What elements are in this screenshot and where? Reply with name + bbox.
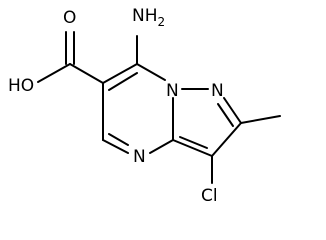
ring-nitrogen-pyrazole-label: N xyxy=(211,81,224,101)
bond-c3-c3a-b xyxy=(179,136,208,149)
bond-acid-c-ring xyxy=(69,63,104,84)
bond-c3-c3a-a xyxy=(172,139,213,157)
bond-c6-c7-b xyxy=(108,72,138,91)
bond-n4-c5-b xyxy=(108,133,129,146)
ring-nitrogen-bridge-label: N xyxy=(166,81,179,101)
bond-n1-c2-b xyxy=(217,103,234,127)
bond-c6-c7-a xyxy=(102,63,138,84)
bond-c2-c3 xyxy=(211,122,242,157)
bond-n1-c2-a xyxy=(223,97,242,124)
amino-label: NH2 xyxy=(132,6,165,29)
structure-canvas: NH2 O HO N N N Cl xyxy=(8,6,281,206)
molecule-drawing: NH2 O HO N N N Cl xyxy=(8,6,281,206)
atom-labels: NH2 O HO N N N Cl xyxy=(8,6,224,206)
bond-c3a-n4 xyxy=(149,139,174,154)
ring-nitrogen-pyrimidine-label: N xyxy=(133,147,146,167)
bond-c2-methyl xyxy=(240,115,281,124)
bond-acid-c-oh xyxy=(37,63,71,83)
bonds xyxy=(37,31,281,184)
hydroxyl-label: HO xyxy=(8,76,34,96)
bond-n4-c5-a xyxy=(102,139,129,154)
carbonyl-oxygen-label: O xyxy=(63,8,76,28)
bond-c7-n-bridge xyxy=(136,63,166,81)
chlorine-label: Cl xyxy=(201,186,218,206)
